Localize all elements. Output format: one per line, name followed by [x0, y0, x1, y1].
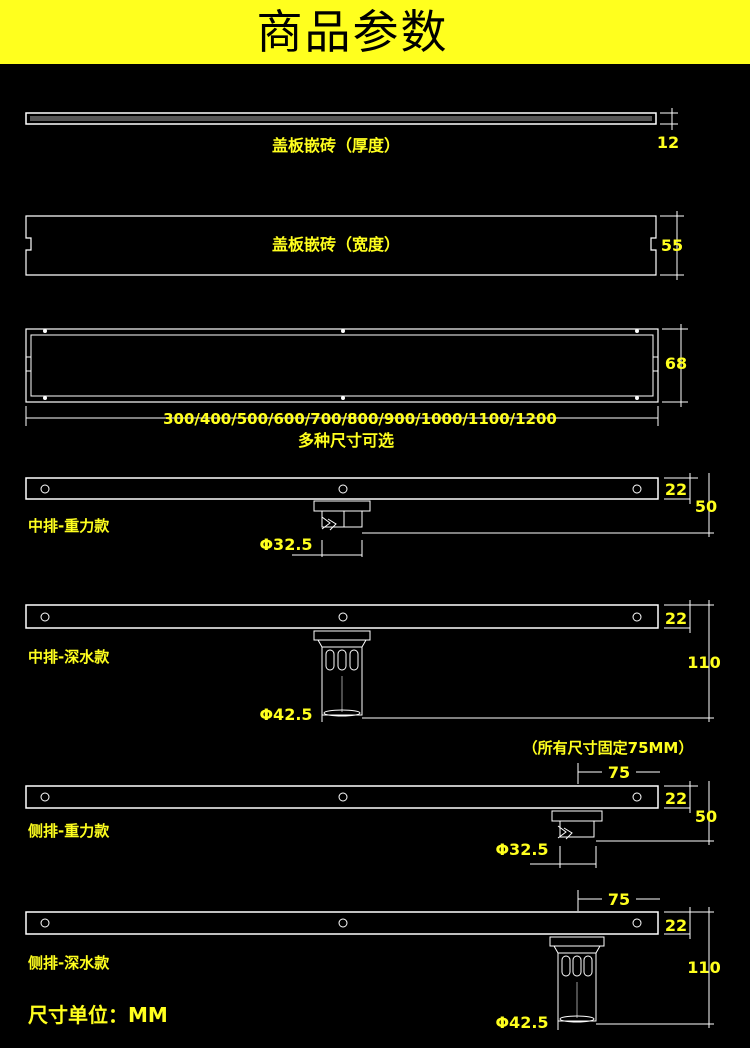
variant-diameter: Φ32.5: [495, 840, 548, 859]
variant-label: 中排-深水款: [28, 648, 110, 666]
unit-label: 尺寸单位：MM: [28, 1003, 168, 1027]
drain-flange: [313, 630, 371, 641]
variant-center-gravity: 中排-重力款 22 50 Φ32.5: [25, 473, 717, 557]
variant-diameter: Φ42.5: [259, 705, 312, 724]
variant-label: 中排-重力款: [28, 517, 110, 535]
width-view: 盖板嵌砖（宽度） 55: [25, 211, 684, 280]
body-height-dim: 68: [665, 354, 687, 373]
variant-total-dim: 110: [687, 958, 720, 977]
drain-pipe: [321, 646, 363, 716]
drain-flange: [549, 936, 605, 947]
header-banner: 商品参数: [0, 0, 750, 64]
drain-flange: [313, 500, 371, 512]
variant-offset: 75: [608, 890, 630, 909]
variant-offset: 75: [608, 763, 630, 782]
variant-height-dim: 22: [665, 916, 687, 935]
variant-total-dim: 50: [695, 807, 717, 826]
variant-side-gravity: 75 侧排-重力款 22 50 Φ32.5: [25, 763, 717, 868]
variant-total-dim: 50: [695, 497, 717, 516]
variant-total-dim: 110: [687, 653, 720, 672]
variant-side-deep: 75 侧排-深水款 22 110 Φ42.5: [25, 890, 721, 1032]
variant-label: 侧排-深水款: [28, 954, 110, 972]
lengths-list: 300/400/500/600/700/800/900/1000/1100/12…: [163, 410, 557, 428]
thickness-dim: 12: [657, 133, 679, 152]
width-label: 盖板嵌砖（宽度）: [272, 235, 400, 254]
drain-pipe: [557, 952, 597, 1022]
variant-diameter: Φ32.5: [259, 535, 312, 554]
body-view: 68 300/400/500/600/700/800/900/1000/1100…: [25, 324, 688, 450]
drain-flange: [551, 810, 603, 822]
thickness-view: 盖板嵌砖（厚度） 12: [25, 108, 679, 155]
body-inner: [30, 334, 654, 397]
thickness-label: 盖板嵌砖（厚度）: [272, 136, 400, 155]
variant-height-dim: 22: [665, 609, 687, 628]
cover-plate-inner: [30, 116, 652, 121]
variant-height-dim: 22: [665, 789, 687, 808]
variant-height-dim: 22: [665, 480, 687, 499]
cover-plate-edge: [25, 112, 657, 125]
variant-diameter: Φ42.5: [495, 1013, 548, 1032]
dimension-drawing: 盖板嵌砖（厚度） 12 盖板嵌砖（宽度） 55 68 300/400/500/6…: [25, 108, 721, 1032]
page-title: 商品参数: [256, 5, 449, 59]
width-dim: 55: [661, 236, 683, 255]
cover-plate-top: [25, 215, 657, 276]
variant-center-deep: 中排-深水款 22 110 Φ42.5: [25, 600, 721, 724]
lengths-note: 多种尺寸可选: [298, 431, 394, 450]
body-outer: [25, 328, 659, 403]
variant-label: 侧排-重力款: [28, 822, 110, 840]
side-note: （所有尺寸固定75MM）: [523, 739, 694, 757]
